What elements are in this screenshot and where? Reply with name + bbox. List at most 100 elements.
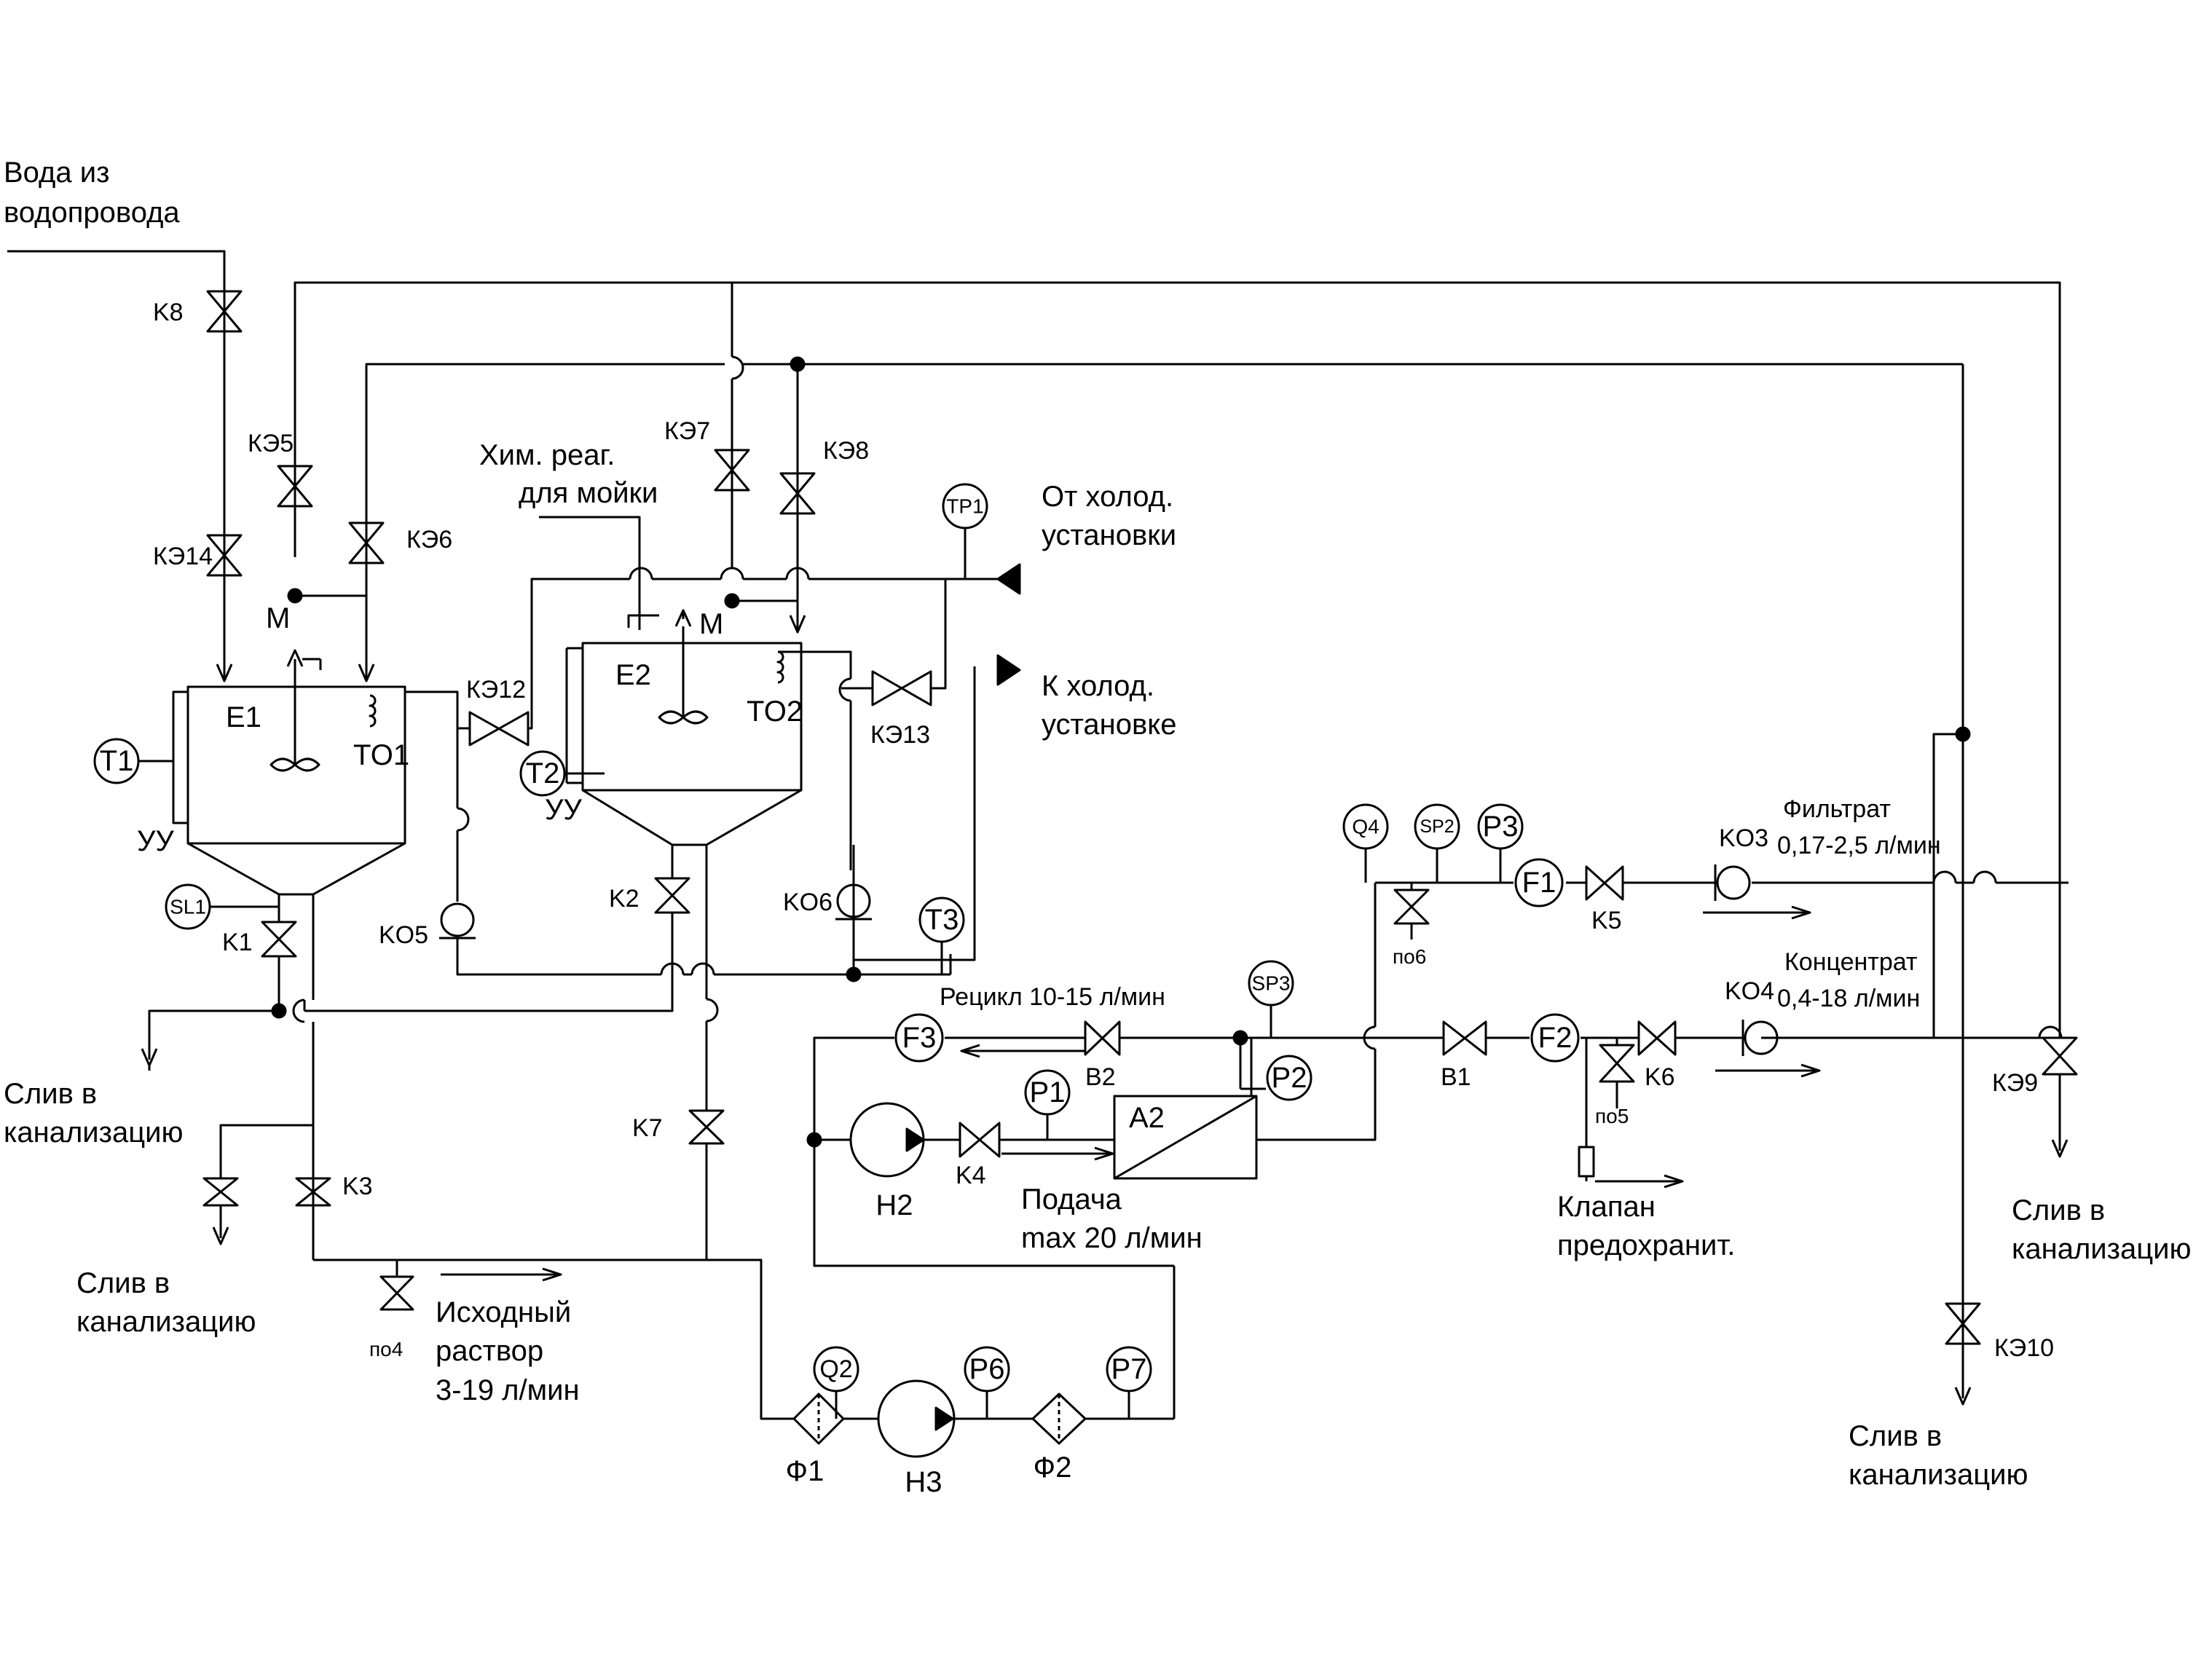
valve-k5[interactable] (1585, 865, 1624, 901)
pressure-gauge-p7-label: P7 (1111, 1353, 1147, 1385)
junction-dots (271, 356, 1971, 1148)
pressure-switch-sp3 (1248, 960, 1294, 1007)
chem-reagent-label-1: Хим. реаг. (479, 439, 615, 471)
pressure-gauge-p1-label: P1 (1030, 1076, 1066, 1108)
recycle-label: Рецикл 10-15 л/мин (940, 983, 1165, 1011)
feed-label-1: Подача (1021, 1183, 1122, 1216)
flow-meter-f1-label: F1 (1522, 867, 1556, 899)
analyzer-q2-label: Q2 (819, 1355, 852, 1383)
pump-h3-label: Н3 (905, 1466, 942, 1498)
pressure-gauge-p2-label: P2 (1272, 1062, 1307, 1094)
flow-meter-f2 (1530, 1013, 1580, 1063)
from-chiller-label-1: От холод. (1042, 481, 1173, 513)
pressure-gauge-p6 (964, 1346, 1010, 1393)
filter-f1-label: Ф1 (786, 1455, 824, 1487)
valve-ke14[interactable] (206, 534, 243, 577)
flow-meter-f3-label: F3 (902, 1022, 937, 1054)
pump-h3: Н3 (877, 1379, 956, 1498)
instruments: T1 T2 T3 TP1 SL1 Q2 Q4 SP2 SP3 P1 P2 P3 (93, 483, 1580, 1419)
water-inlet-label-2: водопровода (4, 197, 180, 229)
flow-arrows (141, 563, 2069, 1406)
valve-po6[interactable] (1393, 889, 1430, 925)
valve-ke9[interactable] (2042, 1036, 2078, 1076)
check-valve-ko5[interactable] (439, 902, 476, 940)
relief-valve-label-1: Клапан (1557, 1191, 1656, 1223)
valve-ke10[interactable] (1945, 1302, 1981, 1345)
valve-k8[interactable] (206, 290, 243, 333)
pressure-switch-sp3-label: SP3 (1252, 972, 1291, 995)
valve-b2[interactable] (1084, 1020, 1121, 1056)
pressure-gauge-p2 (1266, 1055, 1312, 1101)
pressure-gauge-p7 (1106, 1346, 1152, 1393)
valve-b2-label: B2 (1085, 1063, 1116, 1091)
valve-k2-label: K2 (609, 885, 639, 913)
check-valve-ko4-label: KO4 (1725, 977, 1774, 1005)
motor-m1-label: M (266, 602, 290, 634)
valve-b1-label: B1 (1441, 1063, 1471, 1091)
pressure-switch-sp2 (1414, 803, 1460, 850)
valve-k1[interactable] (261, 921, 297, 958)
analyzer-q4-label: Q4 (1352, 816, 1379, 838)
valve-drain-left[interactable] (202, 1177, 239, 1207)
drain-label-d-1: Слив в (1849, 1420, 1942, 1452)
pump-h2: Н2 (849, 1102, 925, 1221)
valve-k6[interactable] (1637, 1020, 1677, 1056)
drain-label-b-1: Слив в (76, 1267, 170, 1299)
valve-ke14-label: КЭ14 (153, 543, 213, 570)
drain-label-c-1: Слив в (2012, 1194, 2105, 1226)
valve-po4-label: по4 (369, 1338, 403, 1360)
analyzer-q2 (813, 1346, 859, 1393)
valve-po6-label: по6 (1393, 945, 1426, 968)
filter-f2-label: Ф2 (1034, 1451, 1072, 1484)
filtrate-label-1: Фильтрат (1783, 795, 1891, 823)
drain-label-d-2: канализацию (1849, 1459, 2028, 1491)
tank-e1: E1 TO1 УУ (137, 649, 409, 896)
valve-k6-label: K6 (1645, 1063, 1675, 1091)
valve-k2[interactable] (654, 877, 690, 914)
check-valve-ko3-label: KO3 (1719, 824, 1768, 852)
pressure-sensor-tp1 (942, 483, 988, 529)
valve-k3[interactable] (295, 1177, 331, 1207)
valve-ke13[interactable] (871, 670, 932, 706)
temp-sensor-t2-label: T2 (526, 757, 560, 789)
valve-ke12[interactable] (468, 711, 530, 747)
valve-k4[interactable] (959, 1122, 1001, 1158)
check-valve-ko4[interactable] (1741, 1020, 1779, 1056)
relief-valve-body[interactable] (1578, 1146, 1595, 1178)
concentrate-label-1: Концентрат (1784, 948, 1917, 976)
annotations: Вода из водопровода Хим. реаг. для мойки… (4, 157, 2191, 1491)
membrane-unit-a2: A2 (1113, 1095, 1258, 1180)
check-valve-ko3[interactable] (1714, 864, 1751, 901)
filter-f1: Ф1 (786, 1393, 845, 1487)
valves (202, 290, 2078, 1345)
temp-sensor-t1 (93, 738, 140, 784)
valve-ke7[interactable] (714, 449, 750, 492)
valve-ke6[interactable] (348, 521, 385, 564)
pressure-gauge-p6-label: P6 (969, 1353, 1005, 1385)
flow-meter-f3 (894, 1013, 944, 1063)
drain-label-a-2: канализацию (4, 1116, 183, 1149)
valve-ke5[interactable] (277, 465, 313, 508)
valve-labels: K8 КЭ14 КЭ5 КЭ6 КЭ7 КЭ8 КЭ12 КЭ13 K1 K2 … (153, 299, 2054, 1362)
valve-k4-label: K4 (956, 1162, 986, 1189)
valve-ke9-label: КЭ9 (1992, 1069, 2038, 1097)
pressure-gauge-p3-label: P3 (1483, 811, 1519, 843)
valve-ke13-label: КЭ13 (870, 721, 930, 749)
tank-e1-label: E1 (226, 701, 261, 733)
valve-k1-label: K1 (222, 929, 253, 956)
temp-sensor-t2 (519, 750, 566, 797)
valve-k7[interactable] (688, 1109, 725, 1145)
level-sensor-sl1 (165, 883, 211, 930)
relief-valve-label-2: предохранит. (1557, 1229, 1735, 1261)
valve-po5[interactable] (1599, 1044, 1635, 1083)
valve-po4[interactable] (379, 1275, 414, 1311)
valve-ke6-label: КЭ6 (406, 526, 452, 554)
check-valve-ko6[interactable] (835, 883, 872, 921)
valve-b1[interactable] (1442, 1020, 1487, 1056)
valve-ke8[interactable] (779, 472, 816, 515)
filter-f2: Ф2 (1031, 1393, 1087, 1484)
check-valve-ko6-label: KO6 (783, 889, 833, 916)
pressure-gauge-p3 (1477, 803, 1524, 850)
valve-k5-label: K5 (1591, 907, 1622, 934)
